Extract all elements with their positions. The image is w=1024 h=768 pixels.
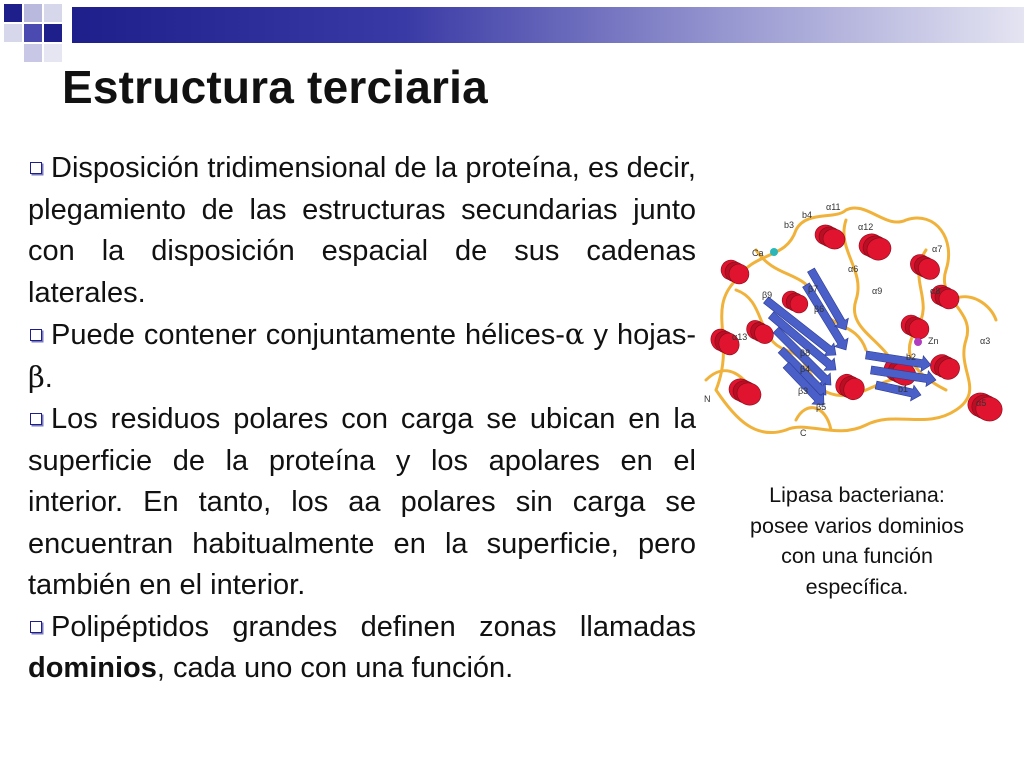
structure-label: α3 xyxy=(980,336,990,346)
helix-ribbon xyxy=(938,288,960,310)
beta-strand-arrow xyxy=(802,282,849,351)
decor-square xyxy=(44,44,62,62)
decor-square xyxy=(44,4,62,22)
structure-label: β4 xyxy=(800,364,810,374)
structure-label: b1 xyxy=(898,384,908,394)
beta-strand-arrow xyxy=(865,350,932,373)
bullet-list: Disposición tridimensional de la proteín… xyxy=(28,148,696,690)
helix-ribbon xyxy=(728,263,750,285)
structure-label: α7 xyxy=(932,244,942,254)
bullet-text: . xyxy=(44,361,53,394)
helix-ribbon xyxy=(866,237,892,261)
coil-segment xyxy=(842,218,898,372)
coil-segment xyxy=(794,406,833,432)
beta-strand-arrow xyxy=(763,296,837,357)
decor-square xyxy=(24,44,42,62)
beta-strand-arrow xyxy=(772,326,832,386)
helix-ribbon xyxy=(918,258,940,280)
helix-ribbon xyxy=(718,332,740,356)
bullet-text: , cada uno con una función. xyxy=(156,652,514,684)
structure-label: β5 xyxy=(816,402,826,412)
structure-label: b2 xyxy=(906,352,916,362)
bullet-text: dominios xyxy=(28,652,157,684)
bullet-item: Puede contener conjuntamente hélices-α y… xyxy=(28,314,696,399)
bullet-box-icon xyxy=(30,620,42,633)
structure-label: Ca xyxy=(752,248,764,258)
bullet-text: Los residuos polares con carga se ubican… xyxy=(28,403,696,601)
bullet-text: Polipéptidos grandes definen zonas llama… xyxy=(51,610,696,643)
helix-ribbon xyxy=(754,324,774,344)
helix-ribbon xyxy=(938,358,960,380)
bullet-item: Polipéptidos grandes definen zonas llama… xyxy=(28,607,696,690)
beta-strand-arrow xyxy=(807,267,849,331)
ion-sphere xyxy=(770,248,778,256)
structure-label: α8 xyxy=(930,286,940,296)
structure-label: α5 xyxy=(976,398,986,408)
structure-label: N xyxy=(704,394,711,404)
structure-label: α6 xyxy=(848,264,858,274)
structure-label: β9 xyxy=(762,290,772,300)
bullet-text: β xyxy=(28,359,45,394)
decor-square xyxy=(4,24,22,42)
bullet-box-icon xyxy=(30,162,42,174)
structure-label: α9 xyxy=(872,286,882,296)
coil-segment xyxy=(734,288,918,398)
beta-strand-arrow xyxy=(782,361,825,406)
structure-label: C xyxy=(800,428,807,438)
structure-label: β6 xyxy=(814,304,824,314)
beta-strand-arrow xyxy=(874,380,922,402)
helix-ribbon xyxy=(908,318,930,340)
structure-label: Zn xyxy=(928,336,939,346)
bullet-item: Los residuos polares con carga se ubican… xyxy=(28,399,696,607)
decor-square xyxy=(4,4,22,22)
bullet-box-icon xyxy=(30,329,42,341)
bullet-text: y hojas- xyxy=(584,319,697,351)
structure-label: β8 xyxy=(800,348,810,358)
structure-label: α12 xyxy=(858,222,873,232)
decor-square xyxy=(44,24,62,42)
beta-strand-arrow xyxy=(870,365,937,388)
helix-ribbon xyxy=(736,382,762,406)
structure-label: b3 xyxy=(784,220,794,230)
bullet-text: Puede contener conjuntamente hélices- xyxy=(51,319,565,351)
figure-caption: Lipasa bacteriana: posee varios dominios… xyxy=(750,483,964,599)
bullet-box-icon xyxy=(30,413,42,425)
structure-label: β7 xyxy=(808,284,818,294)
helix-ribbon xyxy=(789,294,809,314)
decor-square xyxy=(24,24,42,42)
bullet-text: α xyxy=(564,317,585,351)
structure-label: α11 xyxy=(826,202,841,212)
structure-label: α13 xyxy=(732,332,747,342)
beta-strand-arrow xyxy=(767,311,837,371)
helix-ribbon xyxy=(843,377,865,401)
helix-ribbon xyxy=(822,228,846,250)
structure-label: β3 xyxy=(798,386,808,396)
bullet-text: Disposición tridimensional de la proteín… xyxy=(28,152,696,309)
ion-sphere xyxy=(914,338,922,346)
slide-title: Estructura terciaria xyxy=(62,61,488,113)
header-bar xyxy=(72,7,1024,43)
decor-square xyxy=(24,4,42,22)
helix-ribbon xyxy=(975,396,1003,422)
structure-label: b4 xyxy=(802,210,812,220)
bullet-item: Disposición tridimensional de la proteín… xyxy=(28,148,696,314)
